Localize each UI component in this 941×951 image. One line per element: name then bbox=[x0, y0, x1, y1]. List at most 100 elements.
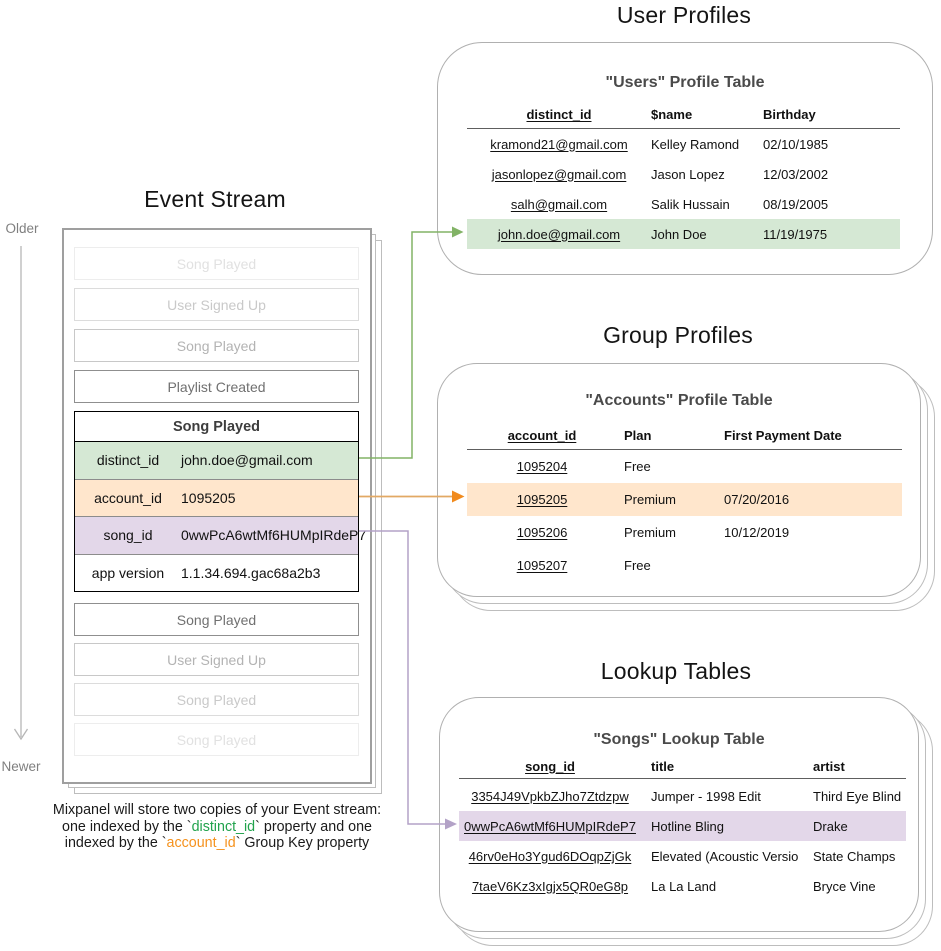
title-cell: Elevated (Acoustic Version) bbox=[651, 848, 799, 864]
users-profile-card: "Users" Profile Table distinct_id $name … bbox=[437, 42, 933, 275]
plan-cell: Premium bbox=[624, 492, 677, 507]
table-row: salh@gmail.com Salik Hussain 08/19/2005 bbox=[467, 189, 900, 219]
caption-line2-post: ` property and one bbox=[255, 818, 372, 835]
table-row: 1095207 Free bbox=[467, 549, 902, 582]
property-key: distinct_id bbox=[96, 452, 160, 469]
table-row: 7taeV6Kz3xIgjx5QR0eG8p La La Land Bryce … bbox=[459, 871, 906, 901]
artist-cell: Third Eye Blind bbox=[813, 788, 902, 804]
timeline-axis-arrowhead bbox=[13, 728, 29, 741]
account-id-cell: 1095207 bbox=[516, 558, 568, 573]
birthday-cell: 11/19/1975 bbox=[763, 226, 828, 242]
event-property-row-app-version: app version 1.1.34.694.gac68a2b3 bbox=[75, 553, 358, 592]
expanded-event-name: Song Played bbox=[75, 412, 358, 442]
songs-table-title: "Songs" Lookup Table bbox=[593, 731, 765, 748]
birthday-cell: 02/10/1985 bbox=[763, 136, 829, 152]
event-box: User Signed Up bbox=[74, 288, 359, 321]
newer-label: Newer bbox=[1, 759, 41, 774]
distinct-id-cell: kramond21@gmail.com bbox=[490, 136, 628, 152]
birthday-cell: 12/03/2002 bbox=[763, 166, 829, 182]
caption-line1: Mixpanel will store two copies of your E… bbox=[52, 802, 382, 818]
plan-cell: Free bbox=[624, 459, 651, 474]
table-row-highlighted: 1095205 Premium 07/20/2016 bbox=[467, 483, 902, 516]
event-box: Song Played bbox=[74, 603, 359, 636]
accounts-profile-card: "Accounts" Profile Table account_id Plan… bbox=[437, 363, 921, 597]
table-row: 1095204 Free bbox=[467, 450, 902, 483]
song-id-cell: 7taeV6Kz3xIgjx5QR0eG8p bbox=[471, 878, 629, 894]
plan-cell: Free bbox=[624, 558, 651, 573]
event-box: Song Played bbox=[74, 329, 359, 362]
table-row: kramond21@gmail.com Kelley Ramond 02/10/… bbox=[467, 129, 900, 159]
distinct-id-cell: jasonlopez@gmail.com bbox=[491, 166, 627, 182]
lookup-tables-title: Lookup Tables bbox=[600, 658, 752, 684]
song-id-cell: 0wwPcA6wtMf6HUMpIRdeP7 bbox=[464, 818, 636, 834]
name-cell: John Doe bbox=[651, 226, 707, 242]
artist-cell: Bryce Vine bbox=[813, 878, 876, 894]
event-box: Song Played bbox=[74, 247, 359, 280]
group-profiles-title: Group Profiles bbox=[603, 322, 753, 348]
title-cell: Jumper - 1998 Edit bbox=[651, 788, 761, 804]
column-header: title bbox=[651, 758, 675, 774]
distinct-id-cell: john.doe@gmail.com bbox=[497, 226, 621, 242]
column-header: account_id bbox=[507, 428, 577, 443]
table-row: 3354J49VpkbZJho7Ztdzpw Jumper - 1998 Edi… bbox=[459, 781, 906, 811]
name-cell: Jason Lopez bbox=[651, 166, 725, 182]
title-cell: Hotline Bling bbox=[651, 818, 724, 834]
event-stream-container: Song Played User Signed Up Song Played P… bbox=[62, 228, 372, 784]
account-id-cell: 1095206 bbox=[516, 525, 568, 540]
users-table: distinct_id $name Birthday kramond21@gma… bbox=[467, 101, 900, 249]
account-id-cell: 1095204 bbox=[516, 459, 568, 474]
songs-table: song_id title artist 3354J49VpkbZJho7Ztd… bbox=[459, 754, 906, 901]
property-key: account_id bbox=[94, 489, 162, 506]
event-box: Song Played bbox=[74, 723, 359, 756]
column-header: artist bbox=[813, 758, 845, 774]
property-value: 1095205 bbox=[181, 489, 236, 506]
distinct-id-cell: salh@gmail.com bbox=[510, 196, 608, 212]
artist-cell: Drake bbox=[813, 818, 848, 834]
caption-line2-pre: one indexed by the ` bbox=[62, 818, 192, 835]
column-header: First Payment Date bbox=[724, 428, 842, 443]
column-header: Plan bbox=[624, 428, 652, 443]
property-value: 0wwPcA6wtMf6HUMpIRdeP7 bbox=[181, 527, 367, 544]
event-property-row-song-id: song_id 0wwPcA6wtMf6HUMpIRdeP7 bbox=[75, 516, 366, 554]
property-key: app version bbox=[91, 564, 165, 581]
birthday-cell: 08/19/2005 bbox=[763, 196, 829, 212]
songs-lookup-card: "Songs" Lookup Table song_id title artis… bbox=[439, 697, 919, 932]
column-header: song_id bbox=[525, 758, 575, 774]
users-table-header: distinct_id $name Birthday bbox=[467, 101, 900, 129]
property-key: song_id bbox=[103, 527, 153, 544]
event-box: User Signed Up bbox=[74, 643, 359, 676]
caption-line3-pre: indexed by the ` bbox=[64, 835, 167, 851]
accounts-table: account_id Plan First Payment Date 10952… bbox=[467, 422, 902, 582]
table-row: 1095206 Premium 10/12/2019 bbox=[467, 516, 902, 549]
table-row: 46rv0eHo3Ygud6DOqpZjGk Elevated (Acousti… bbox=[459, 841, 906, 871]
caption-account-id-term: account_id bbox=[166, 835, 236, 851]
accounts-table-title: "Accounts" Profile Table bbox=[585, 392, 773, 409]
event-box: Playlist Created bbox=[74, 370, 359, 403]
artist-cell: State Champs bbox=[813, 848, 896, 864]
event-box: Song Played bbox=[74, 683, 359, 716]
name-cell: Kelley Ramond bbox=[651, 136, 740, 152]
song-id-cell: 46rv0eHo3Ygud6DOqpZjGk bbox=[468, 848, 632, 864]
first-payment-cell: 10/12/2019 bbox=[724, 525, 790, 540]
event-property-row-distinct-id: distinct_id john.doe@gmail.com bbox=[75, 442, 358, 479]
user-profiles-title: User Profiles bbox=[616, 2, 752, 28]
table-row-highlighted: john.doe@gmail.com John Doe 11/19/1975 bbox=[467, 219, 900, 249]
caption: Mixpanel will store two copies of your E… bbox=[27, 802, 407, 852]
caption-distinct-id-term: distinct_id bbox=[191, 818, 256, 835]
song-id-cell: 3354J49VpkbZJho7Ztdzpw bbox=[471, 788, 629, 804]
event-property-row-account-id: account_id 1095205 bbox=[75, 478, 358, 516]
name-cell: Salik Hussain bbox=[651, 196, 730, 212]
column-header: Birthday bbox=[763, 107, 816, 122]
table-row-highlighted: 0wwPcA6wtMf6HUMpIRdeP7 Hotline Bling Dra… bbox=[459, 811, 906, 841]
title-cell: La La Land bbox=[651, 878, 717, 894]
caption-line3-post: ` Group Key property bbox=[235, 835, 370, 851]
account-id-cell: 1095205 bbox=[516, 492, 568, 507]
property-value: john.doe@gmail.com bbox=[181, 452, 313, 469]
older-label: Older bbox=[5, 221, 39, 236]
users-table-title: "Users" Profile Table bbox=[605, 74, 765, 91]
event-stream-title: Event Stream bbox=[144, 186, 286, 212]
first-payment-cell: 07/20/2016 bbox=[724, 492, 790, 507]
plan-cell: Premium bbox=[624, 525, 677, 540]
property-value: 1.1.34.694.gac68a2b3 bbox=[181, 564, 321, 581]
